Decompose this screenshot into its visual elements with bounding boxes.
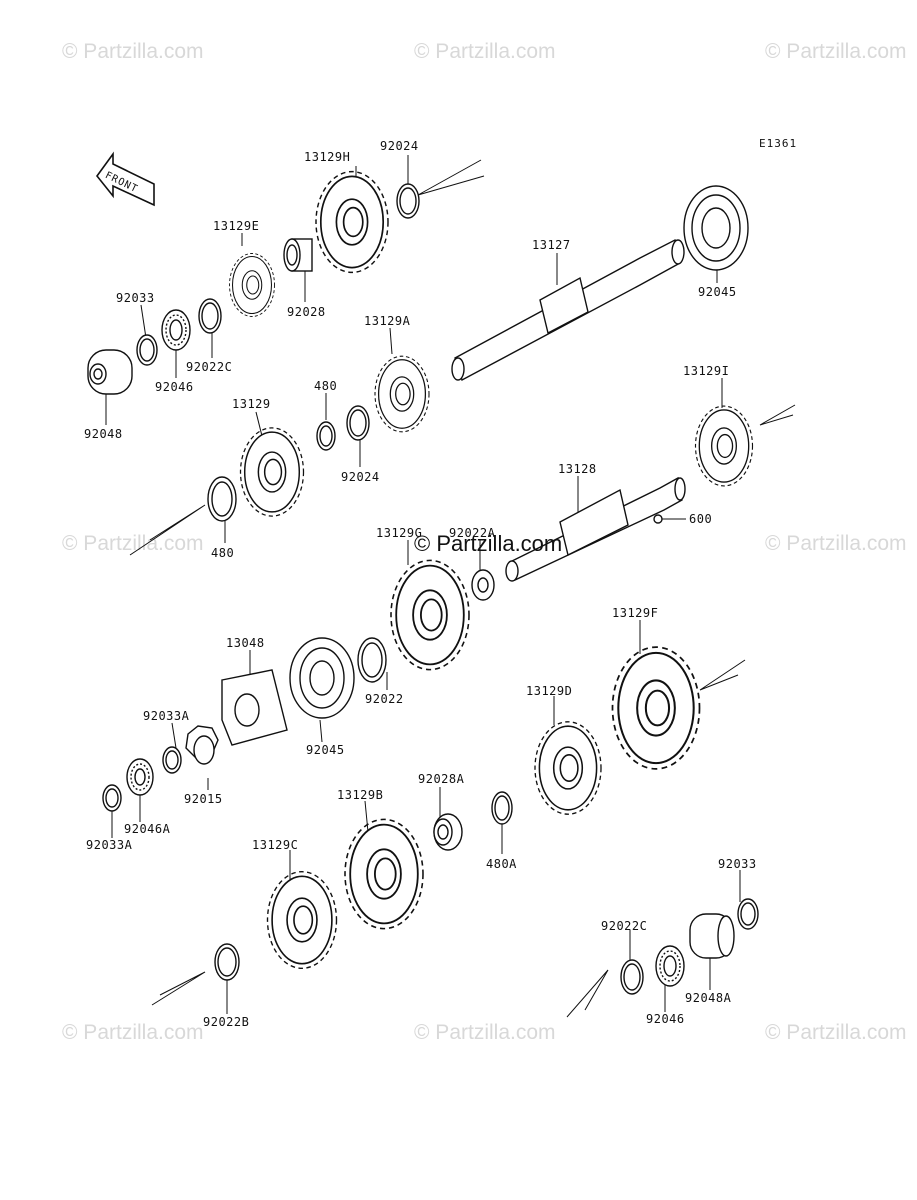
part-label-480-left[interactable]: 480 — [211, 546, 235, 560]
gear-13129E — [228, 252, 276, 318]
clip-480A — [491, 791, 513, 825]
part-label-480-top[interactable]: 480 — [314, 379, 338, 393]
part-label-13129E[interactable]: 13129E — [213, 219, 260, 233]
part-label-92048[interactable]: 92048 — [84, 427, 123, 441]
part-label-13048[interactable]: 13048 — [226, 636, 265, 650]
gear-13129I — [694, 405, 754, 487]
clip-92033A-top — [162, 746, 182, 774]
washer-92022C-bot — [620, 959, 644, 995]
part-label-92015[interactable]: 92015 — [184, 792, 223, 806]
watermark-bot-right: © Partzilla.com — [765, 1021, 907, 1044]
watermark-mid-left: © Partzilla.com — [62, 532, 204, 555]
bearing-92045-top — [683, 185, 749, 271]
gear-13129B — [344, 818, 424, 930]
watermark-mid-right: © Partzilla.com — [765, 532, 907, 555]
front-arrow-icon — [95, 151, 155, 207]
clip-92033-bot — [737, 898, 759, 930]
part-label-13129I[interactable]: 13129I — [683, 364, 730, 378]
gear-13129 — [239, 427, 305, 517]
part-label-92022[interactable]: 92022 — [365, 692, 404, 706]
cam-13048 — [221, 669, 288, 746]
ring-92022B — [214, 943, 240, 981]
part-label-92022A[interactable]: 92022A — [449, 526, 496, 540]
part-label-13127[interactable]: 13127 — [532, 238, 571, 252]
part-label-13129F[interactable]: 13129F — [612, 606, 659, 620]
watermark-center: © Partzilla.com — [414, 531, 563, 556]
part-label-13129D[interactable]: 13129D — [526, 684, 573, 698]
washer-92022A — [471, 569, 495, 601]
part-label-92045-top[interactable]: 92045 — [698, 285, 737, 299]
gear-13129D — [534, 721, 602, 815]
bearing-92046A — [126, 758, 154, 796]
part-label-92033A-top[interactable]: 92033A — [143, 709, 190, 723]
gear-13129G — [390, 559, 470, 671]
part-label-480A[interactable]: 480A — [486, 857, 517, 871]
part-label-13129[interactable]: 13129 — [232, 397, 271, 411]
part-label-600[interactable]: 600 — [689, 512, 713, 526]
diagram-code: E1361 — [759, 137, 798, 150]
part-label-13129B[interactable]: 13129B — [337, 788, 384, 802]
gear-13129F — [611, 646, 701, 770]
part-label-92024-top[interactable]: 92024 — [380, 139, 419, 153]
bushing-92028A — [433, 813, 463, 851]
clip-92033A-bot — [102, 784, 122, 812]
watermark-bot-left: © Partzilla.com — [62, 1021, 204, 1044]
part-label-92046A[interactable]: 92046A — [124, 822, 171, 836]
watermark-top-right: © Partzilla.com — [765, 40, 907, 63]
clip-92033-top — [136, 334, 158, 366]
part-label-92033-bot[interactable]: 92033 — [718, 857, 757, 871]
part-label-92022B[interactable]: 92022B — [203, 1015, 250, 1029]
part-label-92022C-top[interactable]: 92022C — [186, 360, 233, 374]
watermark-top-left: © Partzilla.com — [62, 40, 204, 63]
part-label-92028A[interactable]: 92028A — [418, 772, 465, 786]
gear-13129A — [374, 355, 430, 433]
shaft-13128 — [505, 476, 686, 582]
gear-13129H — [315, 170, 389, 274]
clip-480-top — [316, 421, 336, 451]
part-label-92024-mid[interactable]: 92024 — [341, 470, 380, 484]
collar-92048A — [689, 913, 735, 959]
watermark-top-center: © Partzilla.com — [414, 40, 556, 63]
part-label-13129H[interactable]: 13129H — [304, 150, 351, 164]
part-label-92046-bot[interactable]: 92046 — [646, 1012, 685, 1026]
part-label-13129C[interactable]: 13129C — [252, 838, 299, 852]
part-label-92033A-bot[interactable]: 92033A — [86, 838, 133, 852]
clip-480-left — [207, 476, 237, 522]
part-label-92028[interactable]: 92028 — [287, 305, 326, 319]
part-label-92033-top[interactable]: 92033 — [116, 291, 155, 305]
part-label-92045-mid[interactable]: 92045 — [306, 743, 345, 757]
nut-92015 — [185, 725, 219, 765]
part-label-92048A[interactable]: 92048A — [685, 991, 732, 1005]
washer-92022C-top — [198, 298, 222, 334]
part-label-13129G[interactable]: 13129G — [376, 526, 423, 540]
gear-13129C — [266, 870, 338, 970]
collar-92048 — [87, 349, 133, 395]
part-label-92046-top[interactable]: 92046 — [155, 380, 194, 394]
ring-92024-top — [396, 183, 420, 219]
ring-92022 — [357, 637, 387, 683]
bushing-92028 — [283, 238, 313, 272]
bearing-92046-top — [161, 309, 191, 351]
ring-92024-mid — [346, 405, 370, 441]
part-label-13129A[interactable]: 13129A — [364, 314, 411, 328]
shaft-13127 — [451, 238, 685, 382]
watermark-bot-center: © Partzilla.com — [414, 1021, 556, 1044]
ball-600 — [653, 514, 663, 524]
bearing-92045-mid — [289, 637, 355, 719]
part-label-92022C-bot[interactable]: 92022C — [601, 919, 648, 933]
part-label-13128[interactable]: 13128 — [558, 462, 597, 476]
bearing-92046-bot — [655, 945, 685, 987]
